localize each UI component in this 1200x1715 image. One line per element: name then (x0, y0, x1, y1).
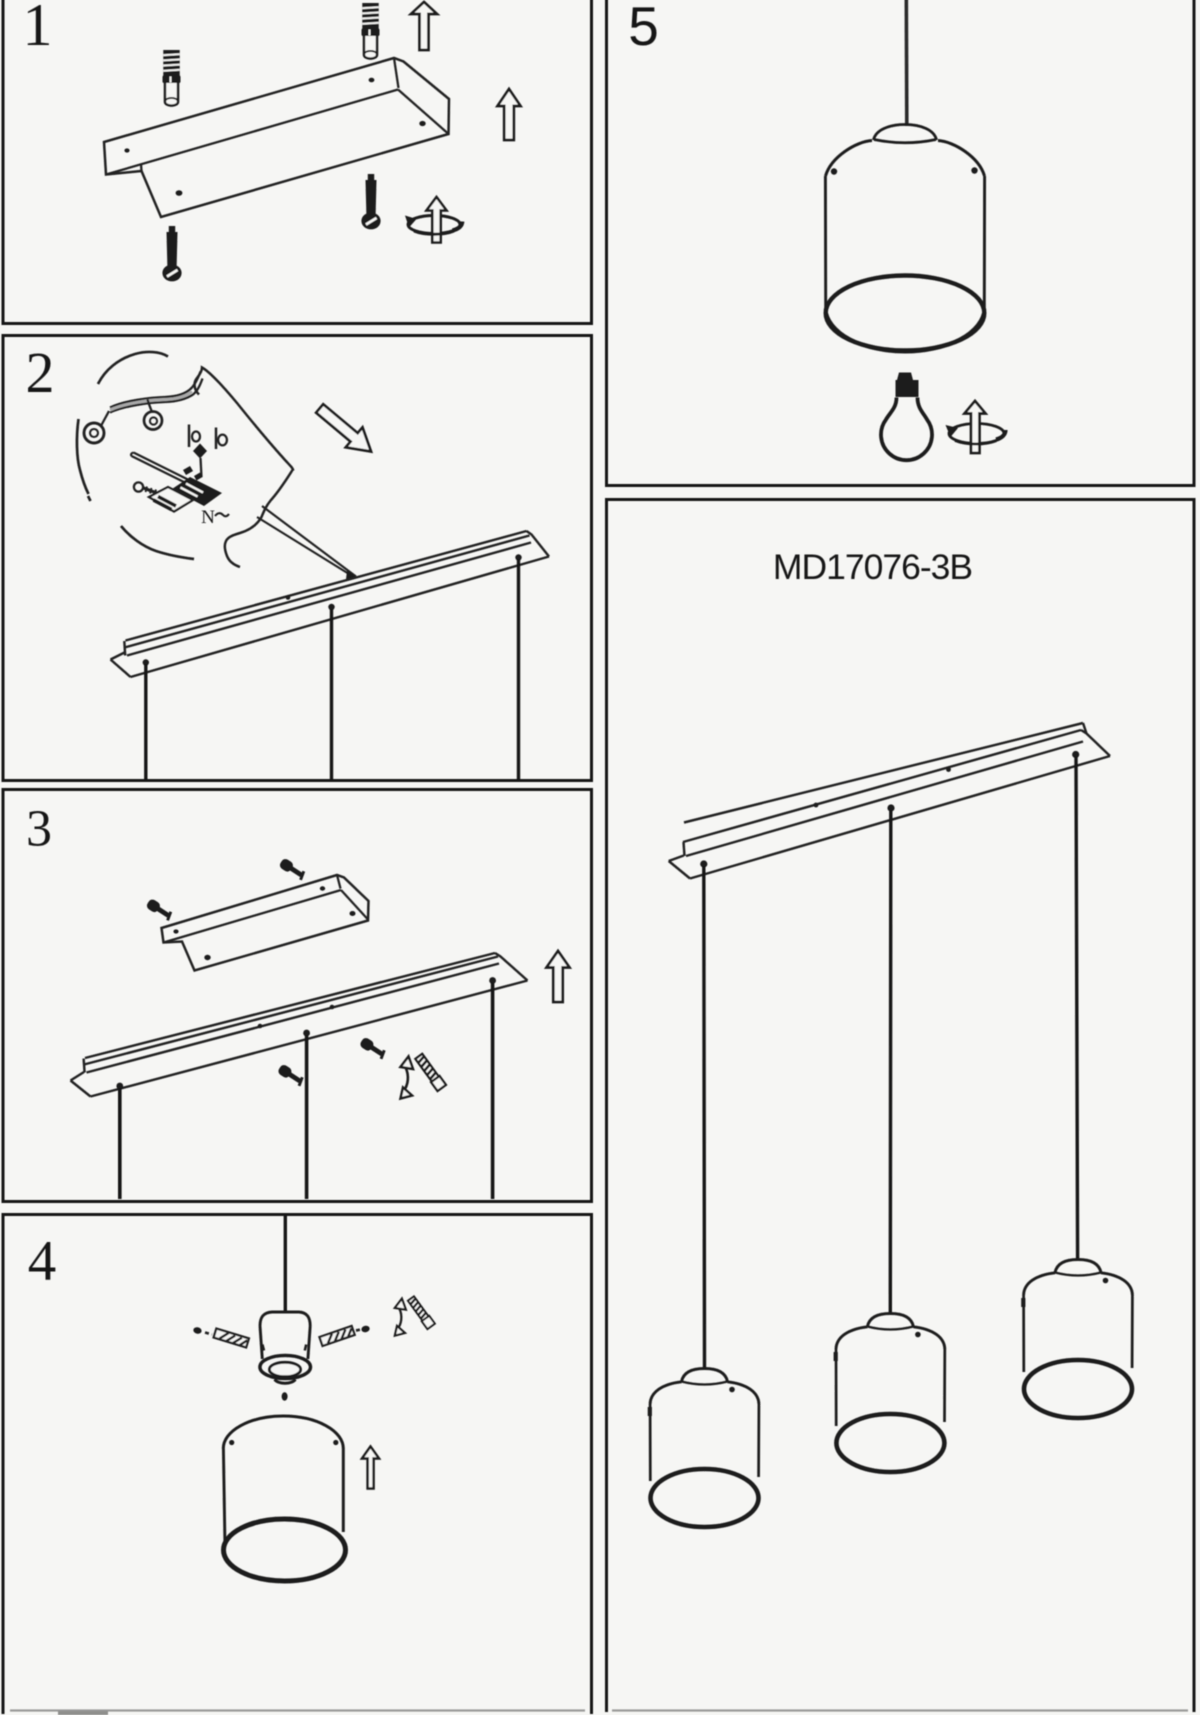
svg-text:1: 1 (23, 0, 53, 58)
svg-text:5: 5 (628, 0, 659, 57)
svg-text:2: 2 (26, 340, 55, 405)
svg-text:3: 3 (26, 801, 52, 858)
svg-text:MD17076-3B: MD17076-3B (773, 547, 972, 587)
svg-text:4: 4 (28, 1230, 57, 1293)
svg-text:N: N (201, 507, 215, 528)
